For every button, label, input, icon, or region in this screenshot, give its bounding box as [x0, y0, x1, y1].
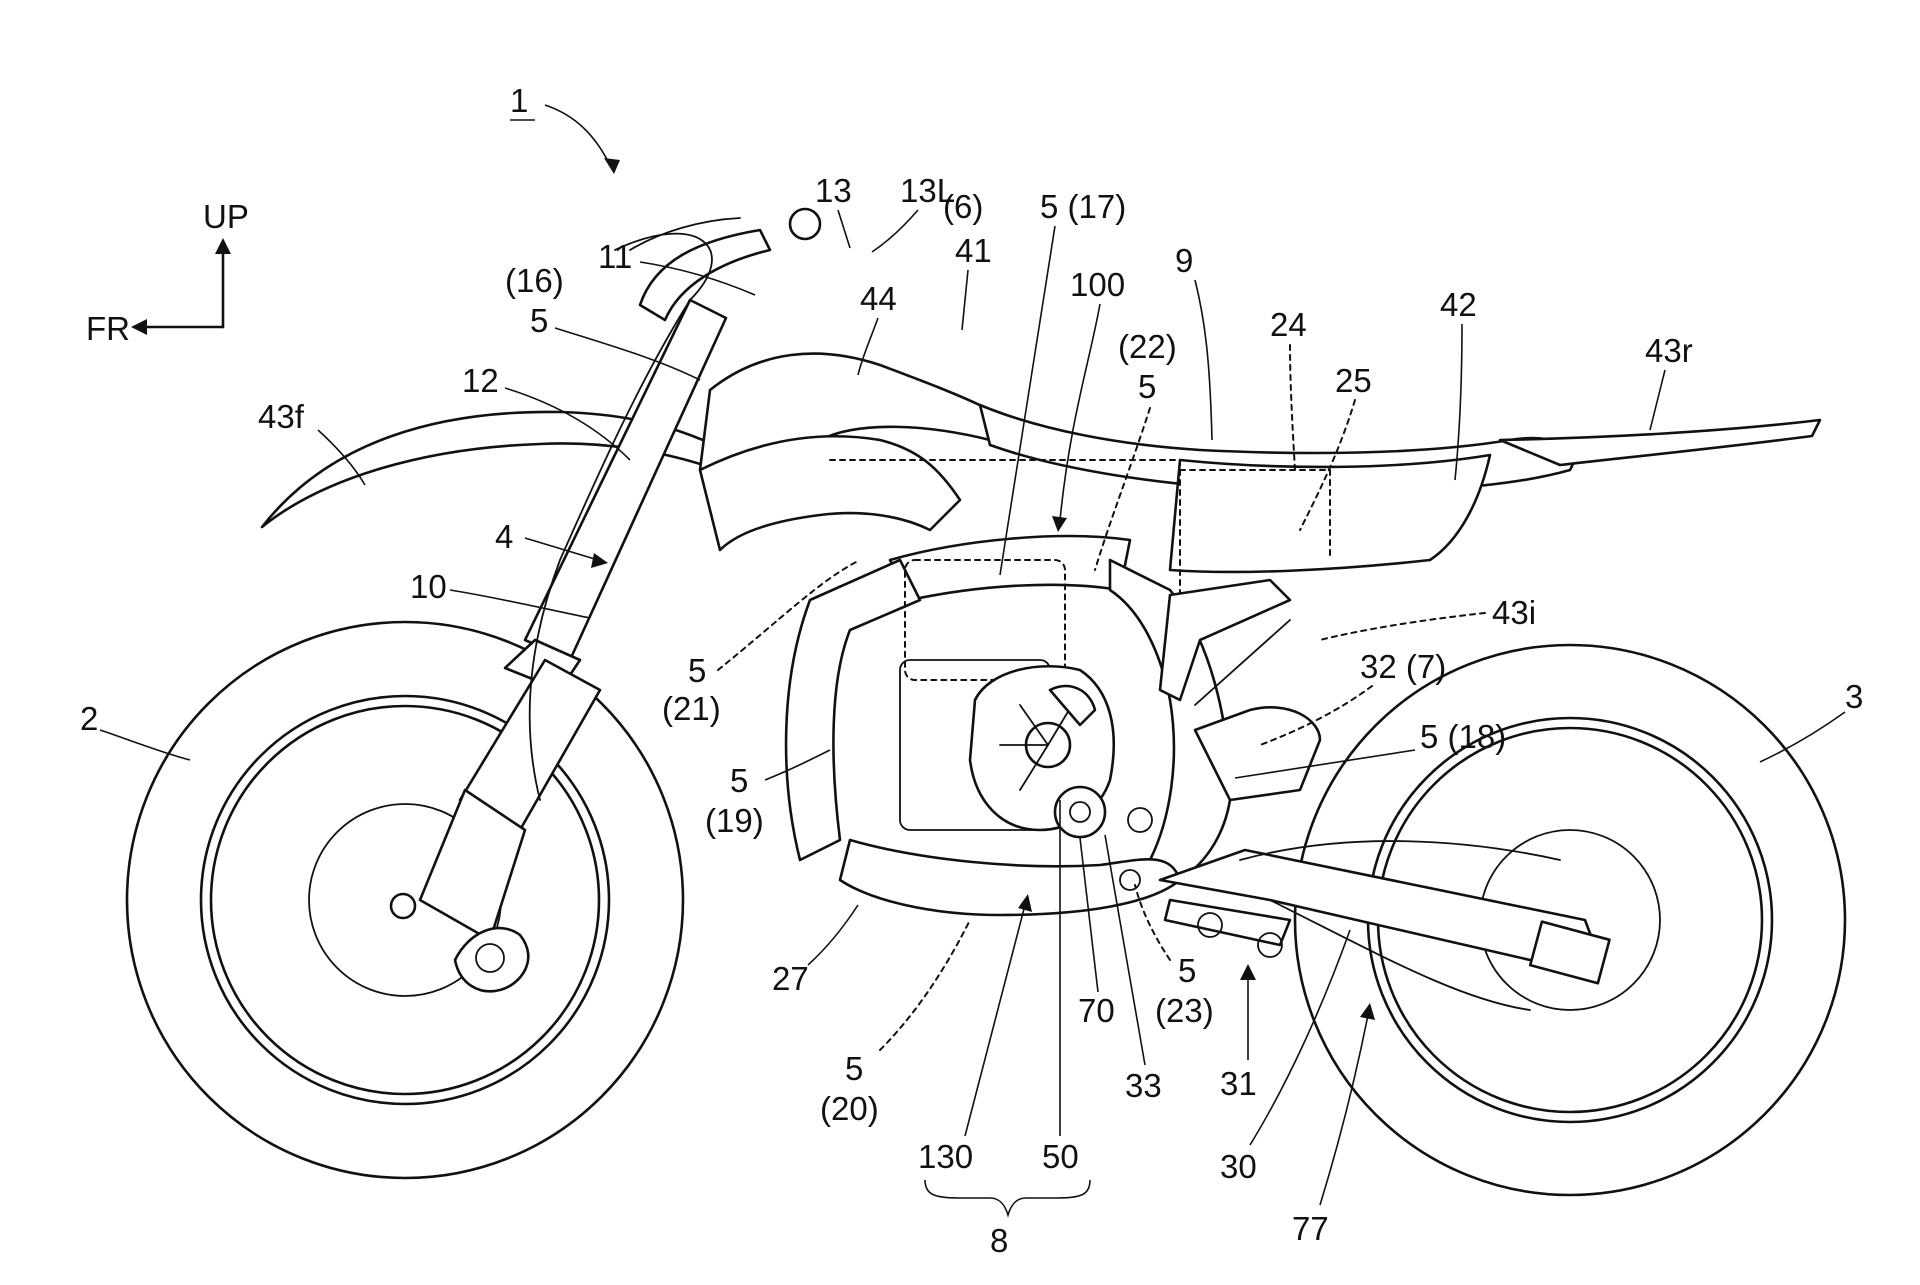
label-sprocket-70: 70 — [1078, 992, 1115, 1029]
label-vehicle: 1 — [510, 82, 528, 119]
label-frame-22: 5 — [1138, 368, 1156, 405]
up-label: UP — [203, 198, 249, 235]
label-rear-wheel: 3 — [1845, 678, 1863, 715]
label-steering-head: 11 — [598, 238, 632, 275]
front-wheel — [125, 620, 685, 1180]
label-link-31: 31 — [1220, 1065, 1257, 1102]
swing-arm — [1158, 840, 1611, 1011]
rear-suspension-link — [1158, 578, 1292, 958]
label-motor-50: 50 — [1042, 1138, 1079, 1175]
front-panel — [698, 435, 962, 552]
label-front-fender: 43f — [258, 398, 305, 435]
inner-fender — [1193, 706, 1322, 802]
label-frame-19: 5 — [730, 762, 748, 799]
label-group-8: 8 — [990, 1222, 1008, 1259]
label-part-25: 25 — [1335, 362, 1372, 399]
front-fork — [418, 207, 822, 993]
reference-labels: 1 2 3 4 10 11 12 (16) 5 13 13L 43f 44 (6… — [80, 82, 1863, 1259]
label-frame-22-paren: (22) — [1118, 328, 1177, 365]
label-unit-130: 130 — [918, 1138, 973, 1175]
label-paren-6: (6) — [943, 188, 983, 225]
label-chain-77: 77 — [1292, 1210, 1329, 1247]
skid-plate — [838, 838, 1182, 917]
front-label: FR — [86, 310, 130, 347]
label-front-wheel: 2 — [80, 700, 98, 737]
label-skid-27: 27 — [772, 960, 809, 997]
label-main-frame-17: 5 (17) — [1040, 188, 1126, 225]
label-frame-16: 5 — [530, 302, 548, 339]
label-front-fork: 4 — [495, 518, 513, 555]
label-frame-21-paren: (21) — [662, 690, 721, 727]
label-left-grip: 13L — [900, 172, 955, 209]
label-pivot-33: 33 — [1125, 1067, 1162, 1104]
direction-indicator: UP FR — [86, 198, 249, 347]
label-frame-23-paren: (23) — [1155, 992, 1214, 1029]
label-seat: 9 — [1175, 242, 1193, 279]
label-part-24: 24 — [1270, 306, 1307, 343]
label-rear-fender: 43r — [1645, 332, 1693, 369]
brake-line — [528, 232, 713, 801]
label-inner-fender: 43i — [1492, 594, 1536, 631]
label-handlebar: 13 — [815, 172, 852, 209]
label-frame-19-paren: (19) — [705, 802, 764, 839]
body-panels — [698, 352, 1822, 574]
label-swing-arm: 30 — [1220, 1148, 1257, 1185]
label-part-32-7: 32 (7) — [1360, 648, 1446, 685]
rear-fender — [1498, 418, 1822, 467]
label-battery-100: 100 — [1070, 266, 1125, 303]
label-tank-cover: 41 — [955, 232, 992, 269]
label-side-cover: 42 — [1440, 286, 1477, 323]
label-frame-23: 5 — [1178, 952, 1196, 989]
label-bracket-12: 12 — [462, 362, 499, 399]
group-brace — [924, 1179, 1091, 1218]
label-frame-21: 5 — [688, 652, 706, 689]
label-frame-20: 5 — [845, 1050, 863, 1087]
label-shroud: 44 — [860, 280, 897, 317]
label-frame-16-paren: (16) — [505, 262, 564, 299]
front-fender — [260, 410, 762, 529]
label-frame-18: 5 (18) — [1420, 718, 1506, 755]
drive-sprocket — [1053, 785, 1153, 891]
label-frame-20-paren: (20) — [820, 1090, 879, 1127]
label-fork-tube: 10 — [410, 568, 447, 605]
